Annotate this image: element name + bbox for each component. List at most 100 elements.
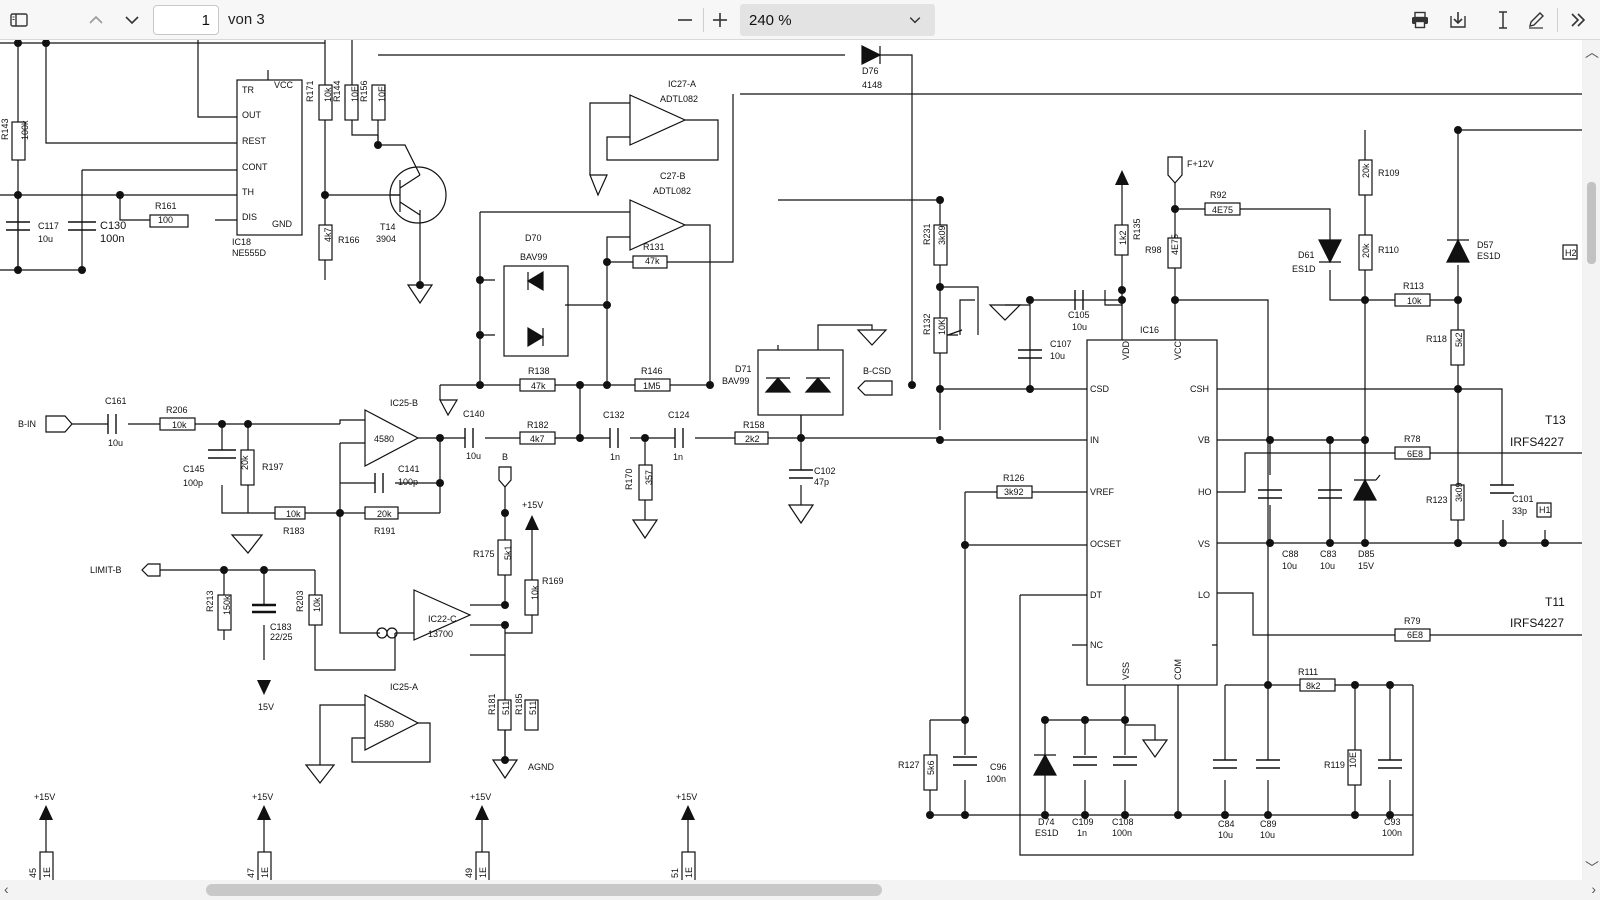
vertical-scrollbar[interactable]: ︿ ﹀ xyxy=(1582,40,1600,880)
junction-dot xyxy=(603,301,611,309)
junction-dot xyxy=(576,381,584,389)
download-icon[interactable] xyxy=(1442,4,1474,36)
chevron-down-icon[interactable] xyxy=(116,4,148,36)
label-r185: R185 xyxy=(514,693,524,715)
label-b1e: 1E xyxy=(42,867,52,878)
label-r191v: 20k xyxy=(377,509,392,519)
label-p_in: IN xyxy=(1090,435,1099,445)
horizontal-scroll-thumb[interactable] xyxy=(206,884,882,896)
label-r231v: 3k09 xyxy=(937,225,947,245)
label-c107v: 10u xyxy=(1050,351,1065,361)
label-c132: C132 xyxy=(603,410,625,420)
label-r203: R203 xyxy=(295,590,305,612)
pdf-toolbar: von 3 240 % xyxy=(0,0,1600,40)
junction-dot xyxy=(936,283,944,291)
label-r166: R166 xyxy=(338,235,360,245)
label-ic27a: IC27-A xyxy=(668,79,696,89)
label-c84v: 10u xyxy=(1218,830,1233,840)
junction-dot xyxy=(1026,296,1034,304)
junction-dot xyxy=(1454,385,1462,393)
zoom-in-icon[interactable] xyxy=(704,4,736,36)
label-ic27av: ADTL082 xyxy=(660,94,698,104)
junction-dot xyxy=(1266,539,1274,547)
label-r158: R158 xyxy=(743,420,765,430)
junction-dot xyxy=(1454,126,1462,134)
chevron-up-icon[interactable] xyxy=(80,4,112,36)
label-c183v: 22/25 xyxy=(270,632,293,642)
label-c130: C130 xyxy=(100,220,126,232)
label-b: B xyxy=(502,452,508,462)
label-d74: D74 xyxy=(1038,817,1055,827)
print-icon[interactable] xyxy=(1404,4,1436,36)
label-r182: R182 xyxy=(527,420,549,430)
junction-dot xyxy=(1026,385,1034,393)
text-select-icon[interactable] xyxy=(1487,4,1519,36)
junction-dot xyxy=(1118,286,1126,294)
junction-dot xyxy=(42,40,50,47)
chevron-down-icon xyxy=(909,17,921,24)
sidebar-toggle-icon[interactable] xyxy=(3,4,35,36)
label-c141: C141 xyxy=(398,464,420,474)
junction-dot xyxy=(926,811,934,819)
horizontal-scrollbar[interactable]: ‹ › xyxy=(0,880,1600,900)
vertical-scroll-thumb[interactable] xyxy=(1587,182,1596,264)
label-d57: D57 xyxy=(1477,240,1494,250)
label-d70: D70 xyxy=(525,233,542,243)
zoom-value: 240 % xyxy=(749,11,792,29)
junction-dot xyxy=(1386,681,1394,689)
junction-dot xyxy=(1118,296,1126,304)
label-r182v: 4k7 xyxy=(530,434,545,444)
label-f12: F+12V xyxy=(1187,159,1214,169)
label-r143: R143 xyxy=(0,118,10,140)
draw-icon[interactable] xyxy=(1520,4,1552,36)
junction-dot xyxy=(374,141,382,149)
junction-dot xyxy=(14,40,22,47)
label-r156: R156 xyxy=(359,80,369,102)
zoom-select[interactable]: 240 % xyxy=(740,4,935,36)
junction-dot xyxy=(1041,716,1049,724)
page-count-label: von 3 xyxy=(228,11,265,28)
label-d61: D61 xyxy=(1298,250,1315,260)
label-c88v: 10u xyxy=(1282,561,1297,571)
label-r181: R181 xyxy=(487,693,497,715)
junction-dot xyxy=(476,276,484,284)
label-ic18: IC18 xyxy=(232,237,251,247)
junction-dot xyxy=(961,541,969,549)
scroll-left-icon[interactable]: ‹ xyxy=(4,881,9,897)
label-d76v: 4148 xyxy=(862,80,882,90)
junction-dot xyxy=(706,381,714,389)
junction-dot xyxy=(1326,436,1334,444)
label-p_vdd: VDD xyxy=(1121,340,1131,360)
label-p_gnd: GND xyxy=(272,219,293,229)
label-m15: 15V xyxy=(258,702,274,712)
label-r166v: 4k7 xyxy=(323,227,333,242)
label-p_csh: CSH xyxy=(1190,384,1209,394)
label-r79v: 6E8 xyxy=(1407,630,1423,640)
label-r156v: 10E xyxy=(377,86,387,102)
scroll-down-icon[interactable]: ﹀ xyxy=(1585,860,1599,876)
junction-dot xyxy=(603,258,611,266)
label-r197: R197 xyxy=(262,462,284,472)
junction-dot xyxy=(1121,811,1129,819)
scroll-up-icon[interactable]: ︿ xyxy=(1585,44,1599,60)
scroll-right-icon[interactable]: › xyxy=(1591,881,1596,897)
zoom-out-icon[interactable] xyxy=(669,4,701,36)
label-p_vcc: VCC xyxy=(274,80,294,90)
label-d85v: 15V xyxy=(1358,561,1374,571)
junction-dot xyxy=(78,266,86,274)
divider xyxy=(1557,8,1558,32)
more-tools-icon[interactable] xyxy=(1562,4,1594,36)
label-p_com: COM xyxy=(1173,659,1183,680)
label-b1e: 1E xyxy=(684,867,694,878)
page-number-input[interactable] xyxy=(153,5,219,35)
junction-dot xyxy=(1221,811,1229,819)
label-c141v: 100p xyxy=(398,477,418,487)
label-r123v: 3k09 xyxy=(1454,482,1464,502)
junction-dot xyxy=(1361,436,1369,444)
label-c101: C101 xyxy=(1512,494,1534,504)
label-r110: R110 xyxy=(1378,245,1399,255)
label-r144v: 10E xyxy=(350,86,360,102)
label-r131: R131 xyxy=(643,242,665,252)
